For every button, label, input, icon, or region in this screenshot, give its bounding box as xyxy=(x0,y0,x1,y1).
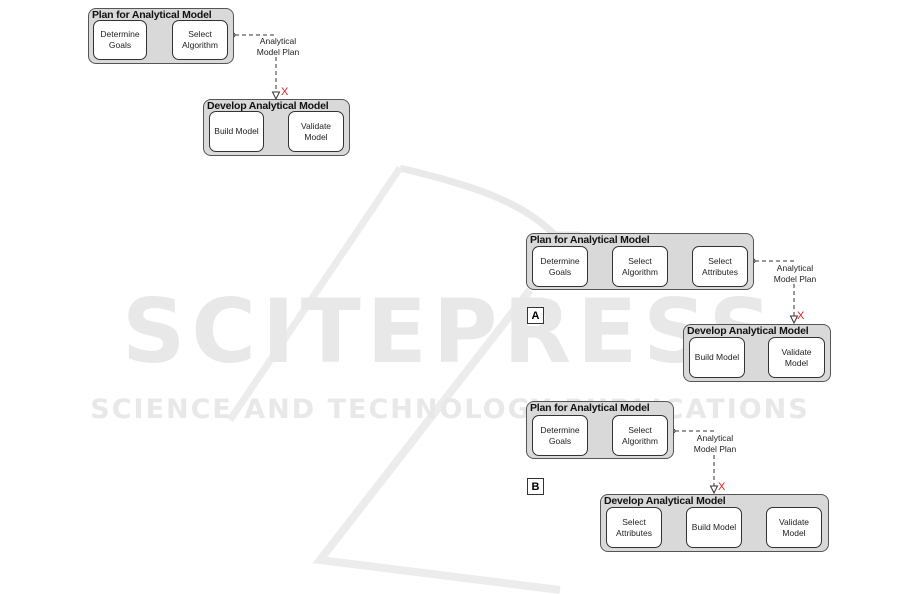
task-determine-goals[interactable]: Determine Goals xyxy=(532,415,588,456)
variant-label: B xyxy=(527,478,544,495)
task-select-attributes[interactable]: Select Attributes xyxy=(692,246,748,287)
task-select-algorithm[interactable]: Select Algorithm xyxy=(612,415,668,456)
x-mark-icon: X xyxy=(718,481,726,493)
watermark-title: SCITEPRESS xyxy=(122,280,778,383)
watermark-swoosh xyxy=(399,164,580,239)
task-determine-goals[interactable]: Determine Goals xyxy=(93,20,147,60)
x-mark-icon: X xyxy=(797,310,805,322)
watermark-swoosh xyxy=(227,166,403,422)
task-determine-goals[interactable]: Determine Goals xyxy=(532,246,588,287)
pool-title: Develop Analytical Model xyxy=(687,325,809,337)
task-select-algorithm[interactable]: Select Algorithm xyxy=(612,246,668,287)
message-flow-label: Analytical Model Plan xyxy=(773,263,817,284)
task-build-model[interactable]: Build Model xyxy=(209,111,264,152)
pool-title: Develop Analytical Model xyxy=(604,495,726,507)
message-flow-label: Analytical Model Plan xyxy=(693,433,737,454)
task-validate-model[interactable]: Validate Model xyxy=(288,111,344,152)
task-build-model[interactable]: Build Model xyxy=(686,507,742,548)
task-select-algorithm[interactable]: Select Algorithm xyxy=(172,20,228,60)
pool-title: Plan for Analytical Model xyxy=(92,9,212,21)
message-flow-label: Analytical Model Plan xyxy=(256,36,300,57)
task-validate-model[interactable]: Validate Model xyxy=(766,507,822,548)
pool-title: Develop Analytical Model xyxy=(207,100,329,112)
x-mark-icon: X xyxy=(281,86,289,98)
variant-label: A xyxy=(527,307,544,324)
watermark-swoosh xyxy=(312,287,561,594)
pool-title: Plan for Analytical Model xyxy=(530,402,650,414)
pool-title: Plan for Analytical Model xyxy=(530,234,650,246)
watermark-subtitle: SCIENCE AND TECHNOLOGY PUBLICATIONS xyxy=(90,394,809,425)
task-build-model[interactable]: Build Model xyxy=(689,337,745,378)
task-validate-model[interactable]: Validate Model xyxy=(768,337,825,378)
task-select-attributes[interactable]: Select Attributes xyxy=(606,507,662,548)
